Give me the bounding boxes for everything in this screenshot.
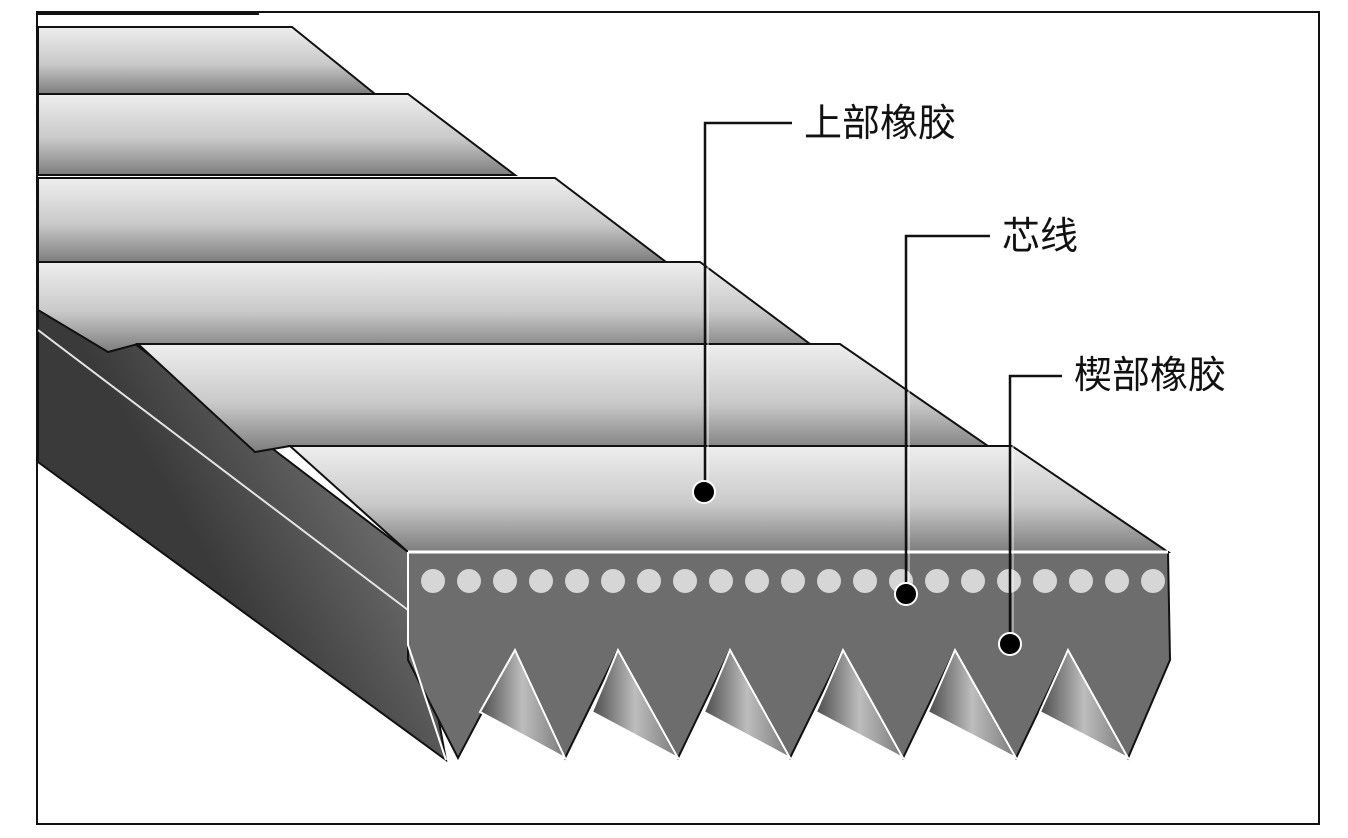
cord-circle	[457, 569, 481, 593]
label-top-rubber: 上部橡胶	[804, 101, 957, 145]
cord-circle	[1069, 569, 1093, 593]
cord-circle	[709, 569, 733, 593]
cord-circle	[961, 569, 985, 593]
cord-circle	[817, 569, 841, 593]
cord-circle	[421, 569, 445, 593]
cord-circle	[745, 569, 769, 593]
cord-circle	[601, 569, 625, 593]
cord-circle	[1033, 569, 1057, 593]
cord-circle	[1141, 569, 1165, 593]
cord-circle	[565, 569, 589, 593]
marker-dot-top-rubber	[692, 480, 716, 504]
label-rib-rubber: 楔部橡胶	[1074, 353, 1227, 397]
cord-circle	[637, 569, 661, 593]
cord-circle	[493, 569, 517, 593]
cord-circle	[529, 569, 553, 593]
rib-grooves	[478, 647, 1131, 761]
marker-dot-rib-rubber	[998, 632, 1022, 656]
label-cord: 芯线	[1002, 214, 1079, 258]
leader-lines	[703, 121, 1062, 642]
cord-circle	[925, 569, 949, 593]
cord-circle	[673, 569, 697, 593]
cord-circle	[853, 569, 877, 593]
cord-circle	[781, 569, 805, 593]
belt-top-surface	[38, 13, 1172, 553]
cord-circle	[1105, 569, 1129, 593]
cord-row	[421, 569, 1165, 593]
marker-dot-cord	[894, 582, 918, 606]
